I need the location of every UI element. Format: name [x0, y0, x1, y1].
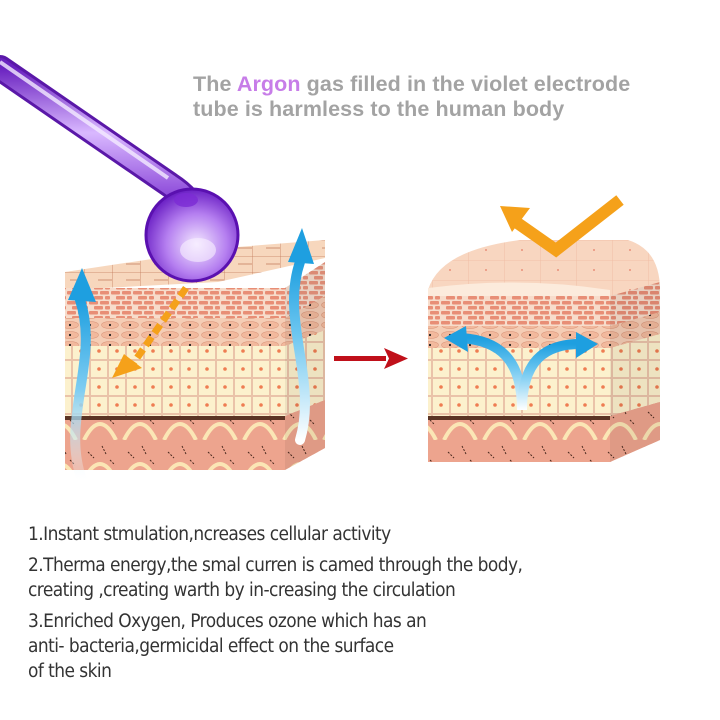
blue-spreading-arrow [444, 326, 598, 411]
benefit-item-3: 3.Enriched Oxygen, Produces ozone which … [28, 609, 663, 684]
benefits-list: 1.Instant stmulation,ncreases cellular a… [28, 522, 663, 690]
transition-arrow [334, 348, 408, 369]
benefit-line: anti- bacteria,germicidal effect on the … [28, 636, 394, 657]
benefit-line: 1.Instant stmulation,ncreases cellular a… [28, 524, 391, 545]
violet-electrode-tube [0, 55, 240, 283]
headline-accent-word: Argon [236, 72, 301, 96]
benefit-line: of the skin [28, 661, 112, 682]
blue-circulation-arrows [68, 228, 314, 485]
benefit-line: creating ,creating warth by in-creasing … [28, 580, 456, 601]
orange-check-arrow [500, 195, 624, 258]
skin-block-after [428, 240, 660, 462]
headline-line-1: The Argon gas filled in the violet elect… [193, 72, 703, 97]
benefit-item-1: 1.Instant stmulation,ncreases cellular a… [28, 522, 663, 547]
benefit-item-2: 2.Therma energy,the smal curren is camed… [28, 553, 663, 603]
skin-treatment-illustration [0, 55, 660, 485]
benefit-line: 3.Enriched Oxygen, Produces ozone which … [28, 611, 427, 632]
headline: The Argon gas filled in the violet elect… [193, 72, 703, 122]
headline-suffix: gas filled in the violet electrode [300, 72, 631, 96]
headline-prefix: The [193, 72, 237, 96]
headline-line-2: tube is harmless to the human body [193, 97, 565, 121]
orange-energy-arrow [112, 285, 189, 378]
benefit-line: 2.Therma energy,the smal curren is camed… [28, 555, 523, 576]
